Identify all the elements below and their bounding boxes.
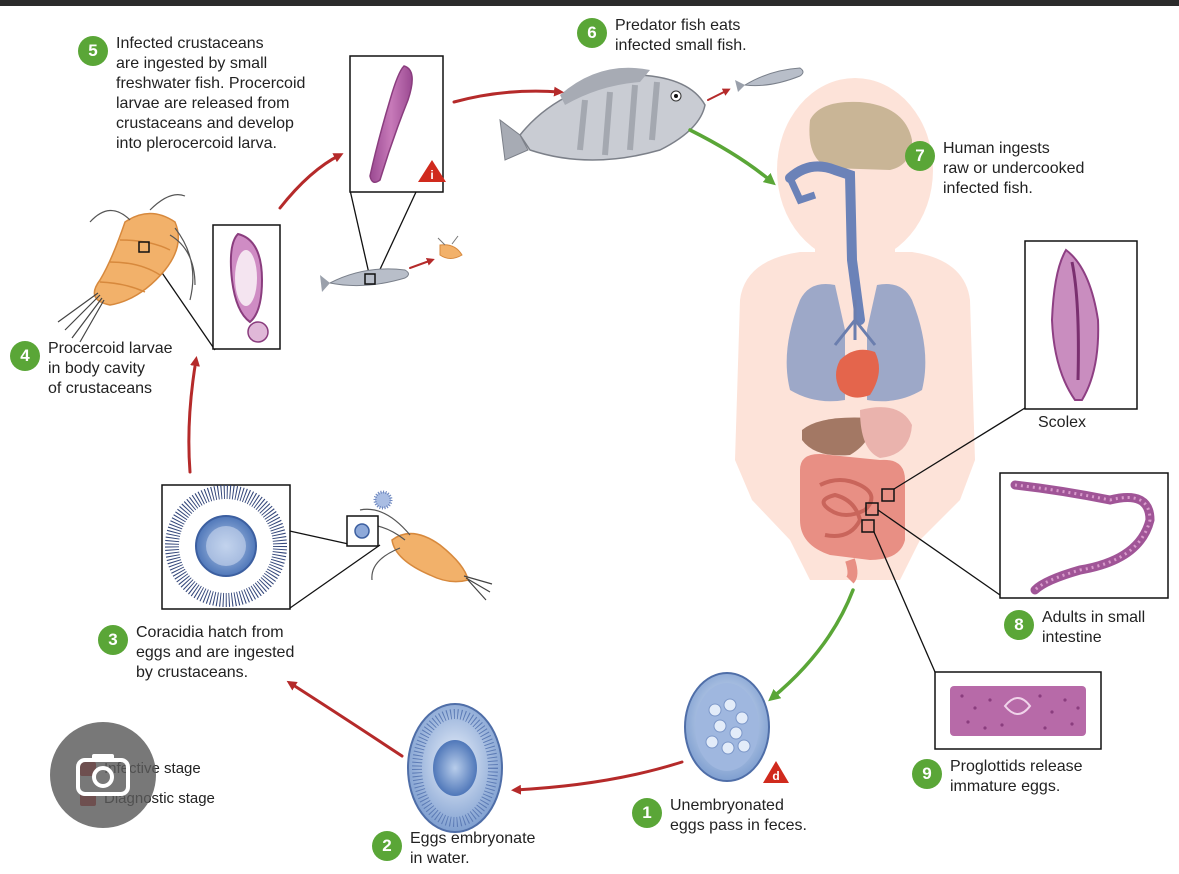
crustacean-large xyxy=(57,194,196,343)
step-7: 7 Human ingests raw or undercooked infec… xyxy=(905,139,1084,199)
right-lung xyxy=(867,284,926,402)
step-8: 8 Adults in small intestine xyxy=(1004,608,1145,648)
zoom-box-adult xyxy=(865,502,879,516)
scolex xyxy=(1050,248,1100,401)
crustacean-small xyxy=(349,508,493,601)
predator-fish xyxy=(499,67,706,161)
step-badge: 3 xyxy=(98,625,128,655)
proglottid-eggs xyxy=(960,694,1080,730)
step-badge: 1 xyxy=(632,798,662,828)
step-badge: 6 xyxy=(577,18,607,48)
google-lens-button[interactable] xyxy=(50,722,156,828)
step-2: 2 Eggs embryonate in water. xyxy=(372,829,535,869)
diagnostic-marker-symbol: d xyxy=(772,769,779,783)
esophagus xyxy=(785,161,865,325)
top-bar xyxy=(0,0,1179,6)
step-badge: 7 xyxy=(905,141,935,171)
step-9: 9 Proglottids release immature eggs. xyxy=(912,757,1083,797)
small-fish-lower xyxy=(320,268,409,292)
step-text: Infected crustaceans are ingested by sma… xyxy=(116,35,306,152)
diagnostic-stage-marker xyxy=(763,761,789,783)
crustacean-tiny xyxy=(437,235,463,259)
step-badge: 2 xyxy=(372,831,402,861)
step-text: Human ingests raw or undercooked infecte… xyxy=(943,140,1085,197)
liver xyxy=(802,417,871,456)
human-body xyxy=(735,78,975,584)
unembryonated-egg xyxy=(684,672,770,782)
infective-marker-symbol: i xyxy=(430,168,433,182)
step-badge: 9 xyxy=(912,759,942,789)
heart xyxy=(836,349,879,398)
step-text: Eggs embryonate in water. xyxy=(410,830,536,867)
zoom-box-scolex xyxy=(881,488,895,502)
step-text: Procercoid larvae in body cavity of crus… xyxy=(48,340,173,397)
scolex-label: Scolex xyxy=(1038,414,1087,431)
brain xyxy=(809,101,912,170)
step-1: 1 Unembryonated eggs pass in feces. xyxy=(632,796,807,836)
stomach xyxy=(860,407,912,458)
embryonated-egg xyxy=(407,703,503,833)
step-text: Predator fish eats infected small fish. xyxy=(615,17,747,54)
step-3: 3 Coracidia hatch from eggs and are inge… xyxy=(98,623,294,683)
infective-stage-marker xyxy=(418,160,446,182)
coracidium-free xyxy=(373,490,393,510)
step-text: Unembryonated eggs pass in feces. xyxy=(670,797,807,834)
left-lung xyxy=(786,284,845,402)
step-4: 4 Procercoid larvae in body cavity of cr… xyxy=(10,339,173,399)
step-badge: 8 xyxy=(1004,610,1034,640)
step-badge: 4 xyxy=(10,341,40,371)
step-text: Proglottids release immature eggs. xyxy=(950,758,1083,795)
step-6: 6 Predator fish eats infected small fish… xyxy=(577,16,747,56)
cycle-arrows xyxy=(187,86,855,795)
step-badge: 5 xyxy=(78,36,108,66)
google-lens-icon xyxy=(76,754,130,796)
step-5: 5 Infected crustaceans are ingested by s… xyxy=(78,34,305,154)
coracidium-large xyxy=(165,485,287,607)
step-text: Coracidia hatch from eggs and are ingest… xyxy=(136,624,295,681)
small-fish-upper xyxy=(735,67,804,92)
plerocercoid-larva xyxy=(369,65,413,183)
zoom-box-proglottid xyxy=(861,519,875,533)
step-text: Adults in small intestine xyxy=(1042,609,1146,646)
proglottid xyxy=(950,686,1086,736)
